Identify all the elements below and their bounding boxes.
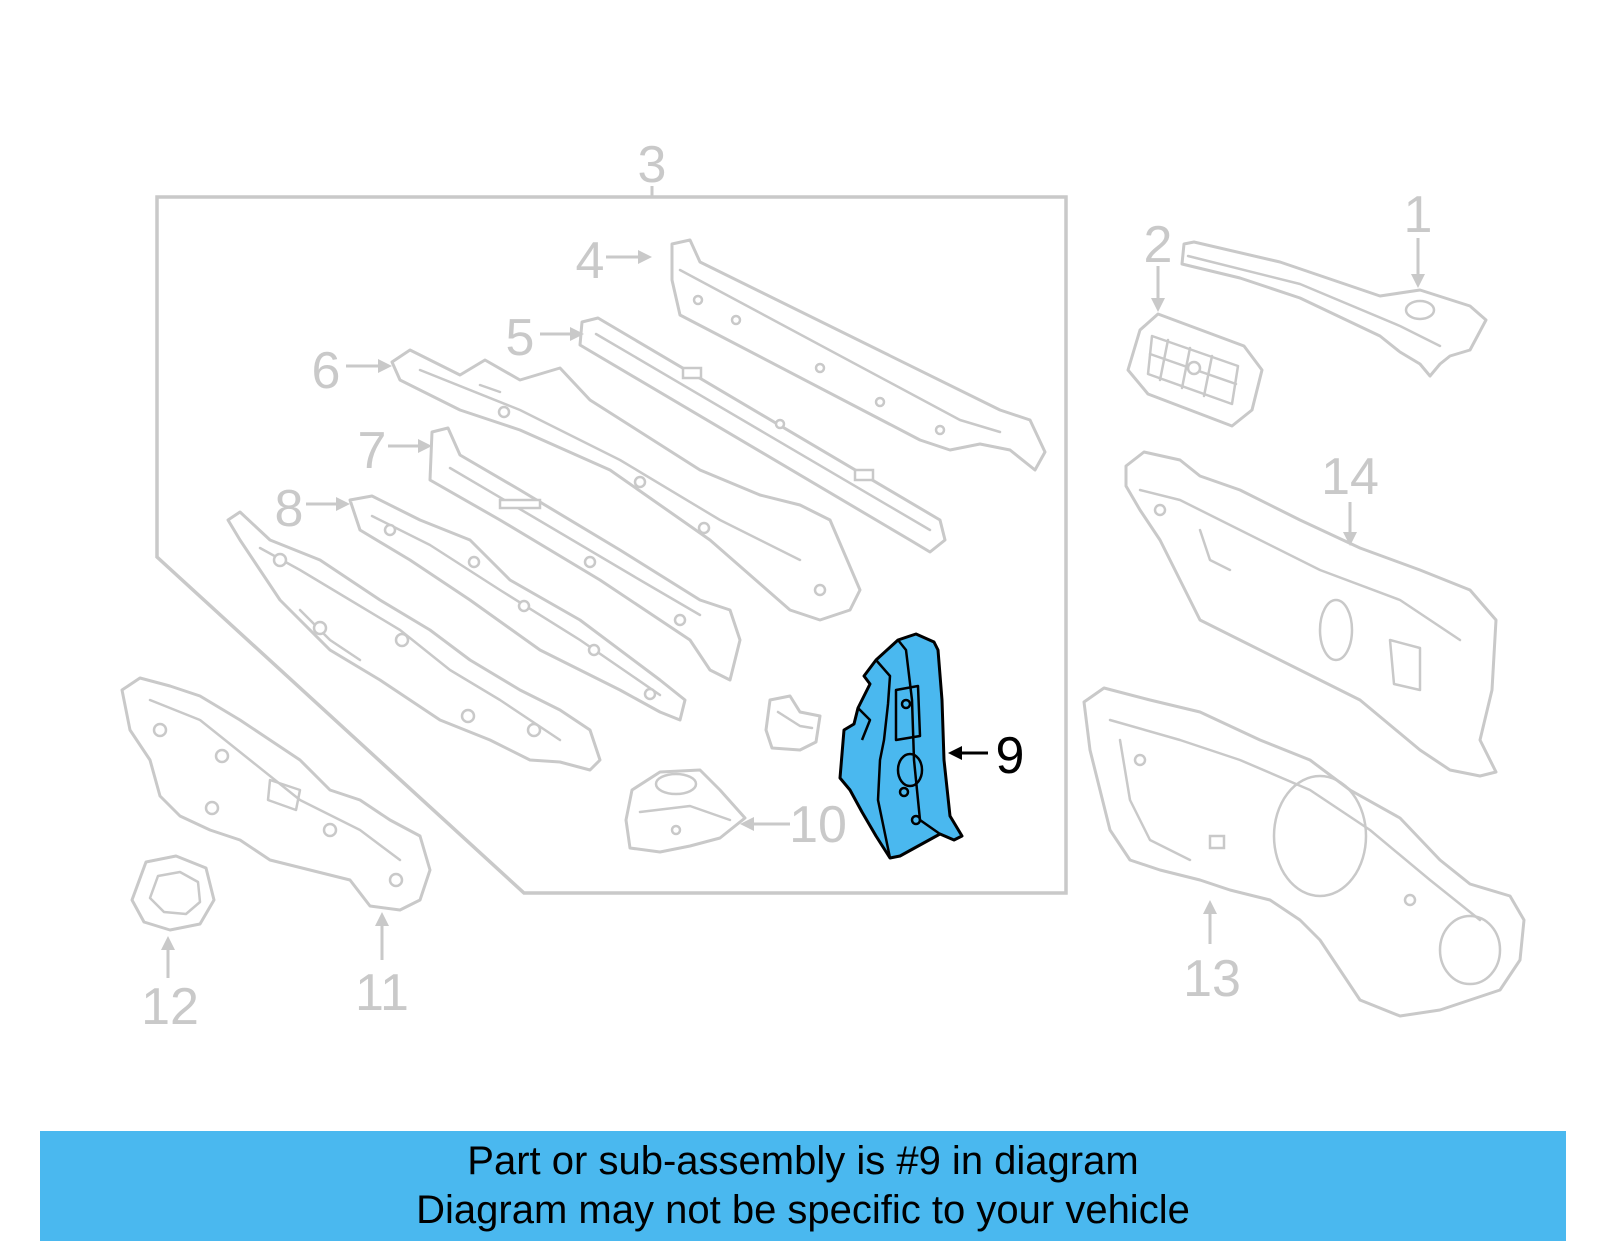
part-11[interactable] [120,676,432,912]
part-14[interactable] [1124,450,1498,778]
part-dash-panel[interactable] [226,510,602,772]
part-9-highlighted[interactable] [838,632,964,860]
info-banner: Part or sub-assembly is #9 in diagram Di… [40,1131,1566,1241]
parts-diagram: 3 4 5 6 [120,136,1526,1036]
part-4[interactable] [670,238,1047,472]
callout-14[interactable]: 14 [1321,448,1379,506]
callout-7[interactable]: 7 [358,422,387,480]
callout-13[interactable]: 13 [1183,950,1241,1008]
part-6[interactable] [390,348,862,622]
callout-12[interactable]: 12 [141,978,199,1036]
part-10[interactable] [624,768,747,854]
callout-9[interactable]: 9 [996,727,1025,785]
assembly-3-boundary [155,195,1068,895]
part-2[interactable] [1126,312,1264,428]
part-1[interactable] [1180,240,1488,378]
callout-10[interactable]: 10 [789,796,847,854]
callout-5[interactable]: 5 [506,309,535,367]
callout-4[interactable]: 4 [576,232,605,290]
callout-2[interactable]: 2 [1144,216,1173,274]
part-13[interactable] [1082,686,1526,1018]
part-5[interactable] [578,316,947,554]
part-12[interactable] [130,854,216,932]
callout-1[interactable]: 1 [1404,186,1433,244]
banner-line-disclaimer: Diagram may not be specific to your vehi… [416,1188,1190,1232]
callout-3[interactable]: 3 [638,136,667,194]
part-bracket-small[interactable] [764,694,822,752]
callout-11[interactable]: 11 [355,964,409,1022]
part-7[interactable] [428,426,742,682]
part-8[interactable] [348,494,687,722]
callout-8[interactable]: 8 [275,480,304,538]
banner-line-part: Part or sub-assembly is #9 in diagram [467,1139,1139,1183]
callout-6[interactable]: 6 [312,342,341,400]
